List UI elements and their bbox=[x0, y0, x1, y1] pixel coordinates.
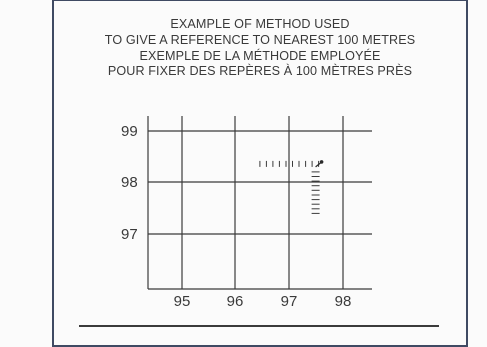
easting-label-98: 98 bbox=[335, 293, 352, 310]
northing-label-97: 97 bbox=[121, 226, 138, 243]
reference-point-marker bbox=[315, 160, 324, 168]
title-block: EXAMPLE OF METHOD USED TO GIVE A REFEREN… bbox=[52, 17, 468, 80]
northing-label-98: 98 bbox=[121, 174, 138, 191]
bottom-rule bbox=[79, 325, 439, 327]
easting-label-97: 97 bbox=[281, 293, 298, 310]
easting-label-96: 96 bbox=[227, 293, 244, 310]
northing-labels: 99 98 97 bbox=[121, 123, 138, 243]
reference-point bbox=[319, 160, 324, 164]
title-english-line-1: EXAMPLE OF METHOD USED bbox=[170, 17, 350, 31]
northing-scale-ticks bbox=[311, 171, 320, 214]
title-french-line-1: EXEMPLE DE LA MÉTHODE EMPLOYÉE bbox=[139, 48, 381, 63]
title-english-line-2: TO GIVE A REFERENCE TO NEAREST 100 METRE… bbox=[104, 32, 416, 47]
northing-label-99: 99 bbox=[121, 123, 138, 140]
grid-lines bbox=[147, 116, 372, 290]
easting-label-95: 95 bbox=[174, 293, 191, 310]
reference-scale-marks bbox=[259, 160, 320, 214]
reference-pointer bbox=[315, 162, 321, 168]
easting-scale-ticks bbox=[259, 160, 320, 167]
easting-labels: 95 96 97 98 bbox=[174, 293, 352, 310]
title-french-line-2: POUR FIXER DES REPÈRES À 100 MÈTRES PRÈS bbox=[107, 64, 413, 79]
